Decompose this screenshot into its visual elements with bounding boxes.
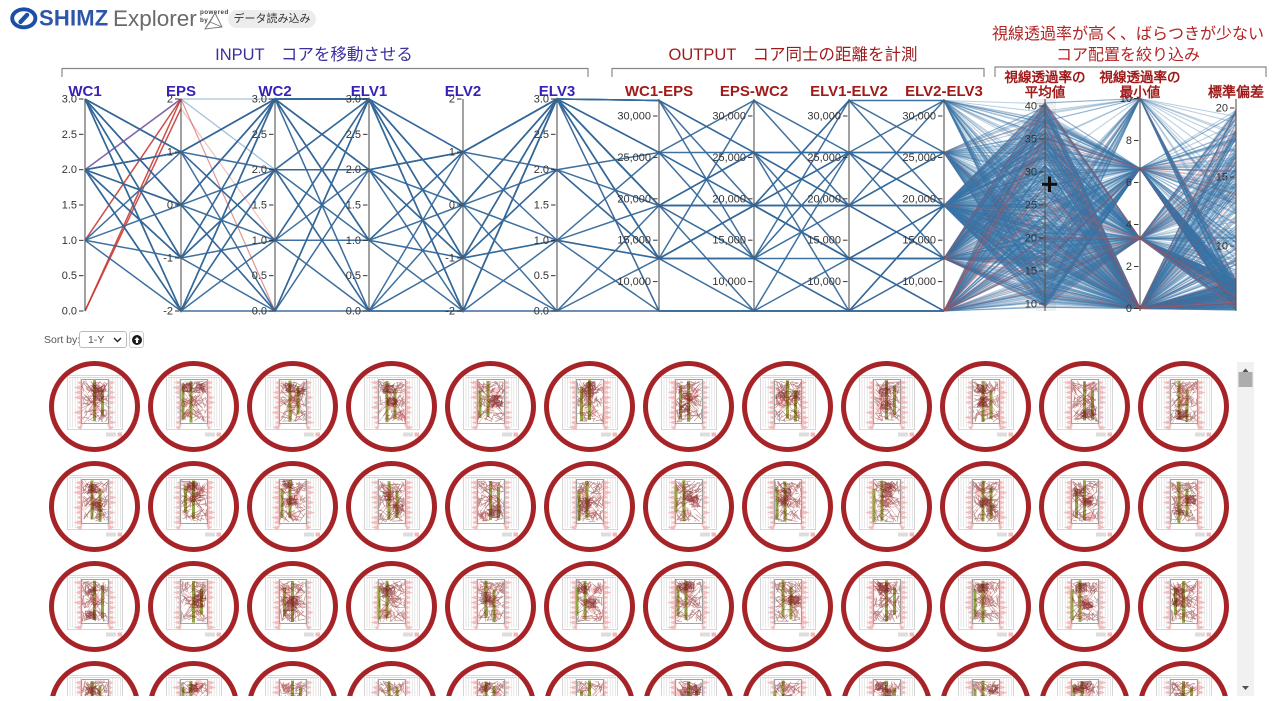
svg-text:EPS-WC2: EPS-WC2 [720,83,788,100]
svg-text:10: 10 [1216,241,1228,253]
svg-text:35: 35 [1025,134,1037,146]
svg-text:2: 2 [1126,261,1132,273]
svg-text:30,000: 30,000 [712,111,746,123]
svg-text:20,000: 20,000 [617,193,651,205]
svg-text:1: 1 [449,147,455,159]
svg-text:平均値: 平均値 [1025,84,1066,100]
svg-text:ELV3: ELV3 [539,83,575,100]
svg-text:30: 30 [1025,167,1037,179]
svg-text:2.5: 2.5 [252,129,267,141]
svg-text:2: 2 [449,94,455,106]
svg-text:15,000: 15,000 [617,235,651,247]
svg-text:2: 2 [167,94,173,106]
svg-text:0.5: 0.5 [534,270,549,282]
svg-text:10,000: 10,000 [617,276,651,288]
svg-text:20,000: 20,000 [712,193,746,205]
svg-text:25,000: 25,000 [617,152,651,164]
svg-text:10,000: 10,000 [712,276,746,288]
svg-text:-1: -1 [163,253,173,265]
svg-text:by: by [200,17,208,24]
svg-text:10: 10 [1120,93,1132,105]
svg-text:0: 0 [449,200,455,212]
svg-text:4: 4 [1126,219,1132,231]
svg-text:25,000: 25,000 [807,152,841,164]
svg-text:-1: -1 [445,253,455,265]
svg-text:0.0: 0.0 [62,306,77,318]
svg-text:15,000: 15,000 [712,235,746,247]
svg-text:Explorer: Explorer [113,6,197,31]
svg-text:powered: powered [200,9,229,16]
svg-text:ELV1: ELV1 [351,83,387,100]
svg-text:OUTPUT コア同士の距離を計測: OUTPUT コア同士の距離を計測 [668,45,917,64]
svg-text:3.0: 3.0 [252,94,267,106]
svg-text:20,000: 20,000 [807,193,841,205]
svg-text:-2: -2 [163,306,173,318]
svg-text:1.0: 1.0 [534,235,549,247]
svg-text:0.5: 0.5 [346,270,361,282]
svg-text:WC2: WC2 [258,83,291,100]
svg-text:6: 6 [1126,177,1132,189]
svg-text:1.0: 1.0 [252,235,267,247]
svg-text:20: 20 [1025,233,1037,245]
svg-text:SHIMZ: SHIMZ [39,6,108,31]
svg-text:2.0: 2.0 [252,164,267,176]
svg-text:2.0: 2.0 [62,164,77,176]
svg-text:0: 0 [167,200,173,212]
svg-text:WC1-EPS: WC1-EPS [625,83,693,100]
svg-text:ELV2-ELV3: ELV2-ELV3 [905,83,983,100]
svg-text:0.0: 0.0 [346,306,361,318]
svg-text:EPS: EPS [166,83,196,100]
svg-text:10,000: 10,000 [807,276,841,288]
svg-text:3.0: 3.0 [62,94,77,106]
svg-text:10,000: 10,000 [902,276,936,288]
svg-text:WC1: WC1 [68,83,101,100]
svg-text:1.5: 1.5 [346,200,361,212]
svg-text:標準偏差: 標準偏差 [1208,84,1264,100]
svg-text:視線透過率の: 視線透過率の [1004,69,1086,85]
svg-text:30,000: 30,000 [902,111,936,123]
svg-text:視線透過率の: 視線透過率の [1099,69,1181,85]
svg-text:1.5: 1.5 [62,200,77,212]
svg-text:視線透過率が高く、ばらつきが少ない: 視線透過率が高く、ばらつきが少ない [992,25,1264,43]
svg-text:0.5: 0.5 [252,270,267,282]
svg-text:3.0: 3.0 [346,94,361,106]
svg-text:0.0: 0.0 [252,306,267,318]
svg-text:15,000: 15,000 [807,235,841,247]
svg-text:8: 8 [1126,135,1132,147]
svg-text:ELV2: ELV2 [445,83,481,100]
svg-text:25,000: 25,000 [712,152,746,164]
svg-text:2.0: 2.0 [346,164,361,176]
svg-text:1.0: 1.0 [346,235,361,247]
svg-text:2.5: 2.5 [346,129,361,141]
svg-text:25,000: 25,000 [902,152,936,164]
svg-text:15,000: 15,000 [902,235,936,247]
svg-text:1.5: 1.5 [252,200,267,212]
svg-text:INPUT コアを移動させる: INPUT コアを移動させる [215,45,413,64]
svg-text:25: 25 [1025,200,1037,212]
svg-text:1.0: 1.0 [62,235,77,247]
svg-text:0.5: 0.5 [62,270,77,282]
svg-text:30,000: 30,000 [807,111,841,123]
svg-text:コア配置を絞り込み: コア配置を絞り込み [1056,46,1200,64]
svg-text:2.5: 2.5 [62,129,77,141]
svg-text:15: 15 [1025,266,1037,278]
svg-text:1.5: 1.5 [534,200,549,212]
svg-text:3.0: 3.0 [534,94,549,106]
svg-text:1: 1 [167,147,173,159]
svg-text:0: 0 [1126,303,1132,315]
svg-text:20: 20 [1216,103,1228,115]
svg-text:最小値: 最小値 [1120,84,1161,100]
svg-text:2.5: 2.5 [534,129,549,141]
svg-text:ELV1-ELV2: ELV1-ELV2 [810,83,888,100]
svg-text:40: 40 [1025,101,1037,113]
svg-text:2.0: 2.0 [534,164,549,176]
svg-text:15: 15 [1216,172,1228,184]
svg-text:10: 10 [1025,299,1037,311]
svg-text:30,000: 30,000 [617,111,651,123]
svg-text:-2: -2 [445,306,455,318]
svg-text:20,000: 20,000 [902,193,936,205]
svg-text:0.0: 0.0 [534,306,549,318]
